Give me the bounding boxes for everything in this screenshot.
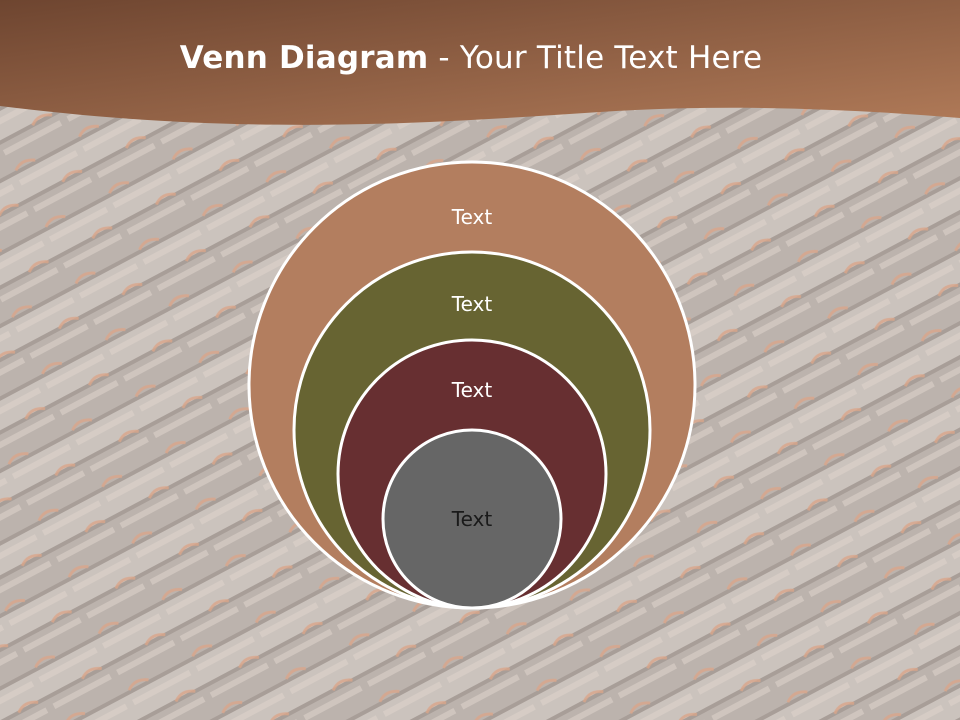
title-bold: Venn Diagram	[179, 40, 429, 76]
venn-circle-3-label: Text	[451, 378, 493, 402]
venn-circle-4-label: Text	[451, 507, 493, 531]
header-band	[0, 0, 960, 125]
slide-title: Venn Diagram - Your Title Text Here	[0, 40, 942, 76]
venn-circle-1-label: Text	[451, 205, 493, 229]
venn-circle-4	[381, 428, 563, 610]
venn-circle-2-label: Text	[451, 292, 493, 316]
title-rest: - Your Title Text Here	[428, 40, 763, 76]
